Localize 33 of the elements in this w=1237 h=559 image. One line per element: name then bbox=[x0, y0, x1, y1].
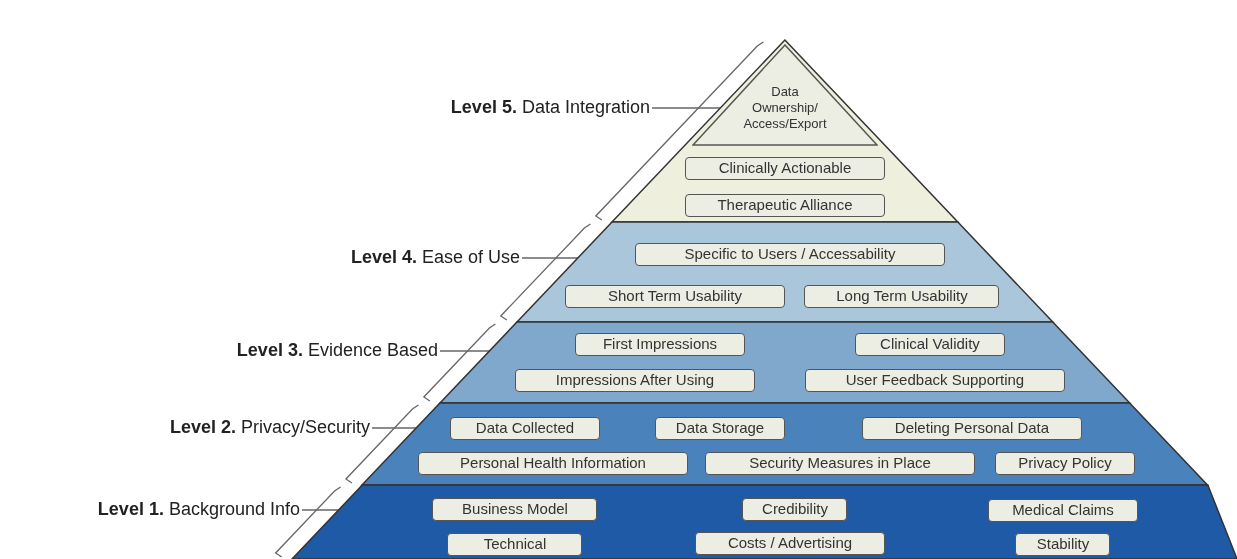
leader-line bbox=[439, 350, 491, 352]
criterion-tag: Deleting Personal Data bbox=[862, 417, 1082, 440]
criterion-tag: Technical bbox=[447, 533, 583, 556]
criterion-tag: Clinical Validity bbox=[855, 333, 1005, 356]
level-label: Level 1. Background Info bbox=[97, 499, 300, 520]
criterion-tag: Data Collected bbox=[450, 417, 600, 440]
level-label: Level 3. Evidence Based bbox=[236, 340, 438, 361]
leader-line bbox=[371, 427, 418, 429]
criterion-tag: Credibility bbox=[742, 498, 848, 521]
criterion-tag: Privacy Policy bbox=[995, 452, 1135, 475]
level-label: Level 2. Privacy/Security bbox=[169, 417, 370, 438]
level-label: Level 4. Ease of Use bbox=[350, 247, 520, 268]
criterion-tag: Medical Claims bbox=[988, 499, 1138, 522]
criterion-tag: Business Model bbox=[432, 498, 598, 521]
leader-line bbox=[651, 107, 722, 109]
criterion-triangle: Data Ownership/ Access/Export bbox=[692, 44, 878, 146]
criterion-tag: Clinically Actionable bbox=[685, 157, 885, 180]
criterion-tag: Stability bbox=[1015, 533, 1111, 556]
criterion-tag: Specific to Users / Accessability bbox=[635, 243, 945, 266]
criterion-tag: Long Term Usability bbox=[804, 285, 1000, 308]
criterion-tag: Short Term Usability bbox=[565, 285, 785, 308]
leader-line bbox=[521, 257, 579, 259]
criterion-tag: First Impressions bbox=[575, 333, 745, 356]
criterion-tag: Data Storage bbox=[655, 417, 785, 440]
criterion-tag: Personal Health Information bbox=[418, 452, 688, 475]
level-label: Level 5. Data Integration bbox=[450, 97, 650, 118]
criterion-tag: Therapeutic Alliance bbox=[685, 194, 885, 217]
criterion-tag: User Feedback Supporting bbox=[805, 369, 1065, 392]
criterion-tag: Security Measures in Place bbox=[705, 452, 975, 475]
leader-line bbox=[301, 509, 340, 511]
criterion-tag: Costs / Advertising bbox=[695, 532, 885, 555]
criterion-tag: Impressions After Using bbox=[515, 369, 755, 392]
pyramid-band bbox=[440, 322, 1130, 403]
